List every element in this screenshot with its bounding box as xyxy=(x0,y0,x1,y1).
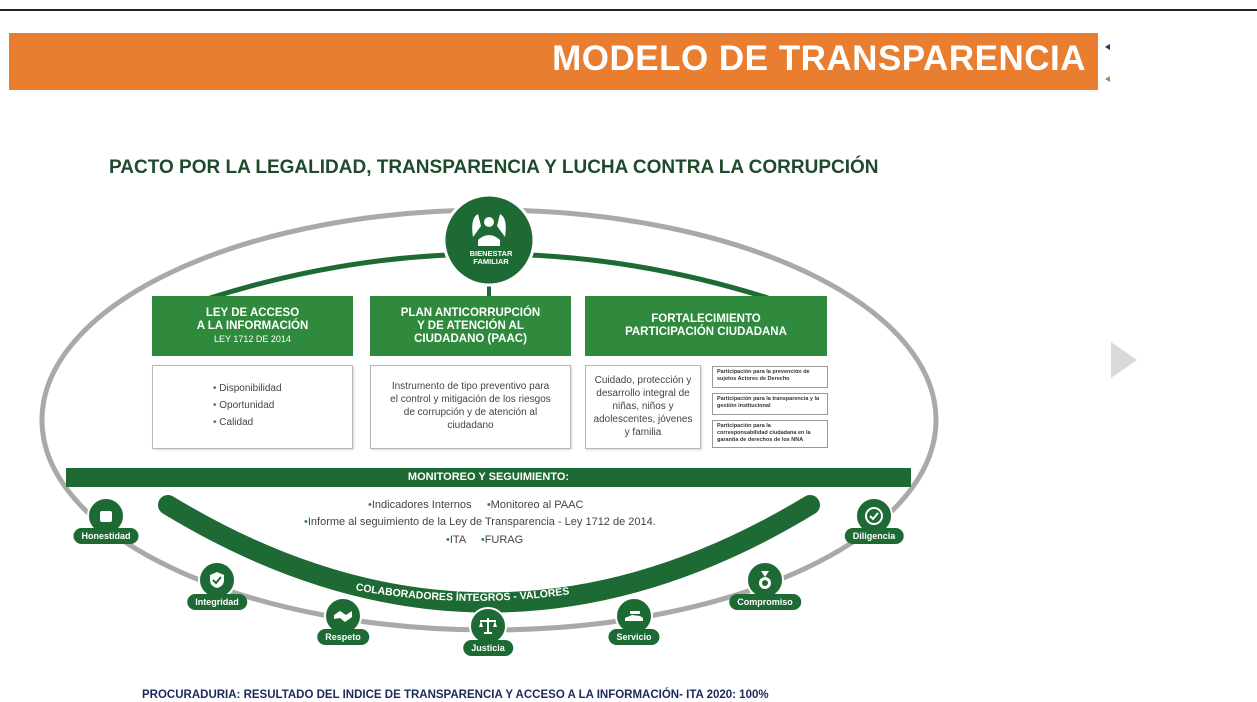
value-label: Integridad xyxy=(187,594,247,610)
title-banner: MODELO DE TRANSPARENCIA xyxy=(9,33,1098,90)
monitoring-bar: MONITOREO Y SEGUIMIENTO: xyxy=(66,468,911,487)
serving-hand-icon xyxy=(615,597,653,635)
top-rule xyxy=(0,9,1257,11)
next-slide-arrow-icon[interactable] xyxy=(1110,341,1138,379)
box-participacion-header: FORTALECIMIENTO PARTICIPACIÓN CIUDADANA xyxy=(585,296,827,356)
corner-marks-icon xyxy=(1105,44,1110,82)
footer-note: PROCURADURIA: RESULTADO DEL INDICE DE TR… xyxy=(142,689,769,701)
box-ley-acceso-body: Disponibilidad Oportunidad Calidad xyxy=(152,365,353,449)
monitoring-line-1: •Indicadores Internos •Monitoreo al PAAC xyxy=(368,499,584,511)
list-item: Calidad xyxy=(213,416,352,429)
participacion-sub-box-3: Participación para la corresponsabilidad… xyxy=(712,420,828,448)
logo-text: BIENESTAR FAMILIAR xyxy=(469,249,513,266)
list-item: Oportunidad xyxy=(213,399,352,412)
box-paac-header: PLAN ANTICORRUPCIÓN Y DE ATENCIÓN AL CIU… xyxy=(370,296,571,356)
box-participacion-title: FORTALECIMIENTO PARTICIPACIÓN CIUDADANA xyxy=(625,313,787,338)
box-ley-acceso-header: LEY DE ACCESO A LA INFORMACIÓN LEY 1712 … xyxy=(152,296,353,356)
value-label: Justicia xyxy=(463,640,513,656)
monitoring-line-2: •Informe al seguimiento de la Ley de Tra… xyxy=(304,516,656,528)
participacion-sub-box-1: Participación para la prevención de suje… xyxy=(712,366,828,388)
box-paac-body: Instrumento de tipo preventivo para el c… xyxy=(370,365,571,449)
box-paac-title: PLAN ANTICORRUPCIÓN Y DE ATENCIÓN AL CIU… xyxy=(400,306,541,345)
value-label: Servicio xyxy=(608,629,660,645)
value-label: Compromiso xyxy=(729,594,801,610)
monitoring-line-3: •ITA •FURAG xyxy=(446,534,524,546)
page-title: MODELO DE TRANSPARENCIA xyxy=(552,39,1086,78)
diagram-title: PACTO POR LA LEGALIDAD, TRANSPARENCIA Y … xyxy=(109,157,879,178)
box-participacion-body: Cuidado, protección y desarrollo integra… xyxy=(585,365,701,449)
box-participacion-description: Cuidado, protección y desarrollo integra… xyxy=(593,375,693,438)
box-ley-acceso-subtitle: LEY 1712 DE 2014 xyxy=(214,333,291,344)
box-paac-description: Instrumento de tipo preventivo para el c… xyxy=(390,381,551,431)
value-label: Honestidad xyxy=(73,528,139,544)
participacion-sub-box-2: Participación para la transparencia y la… xyxy=(712,393,828,415)
logo-hands-icon xyxy=(472,214,506,246)
value-label: Diligencia xyxy=(844,528,904,544)
value-label: Respeto xyxy=(317,629,369,645)
list-item: Disponibilidad xyxy=(213,382,352,395)
box-ley-acceso-title: LEY DE ACCESO A LA INFORMACIÓN xyxy=(196,306,309,332)
